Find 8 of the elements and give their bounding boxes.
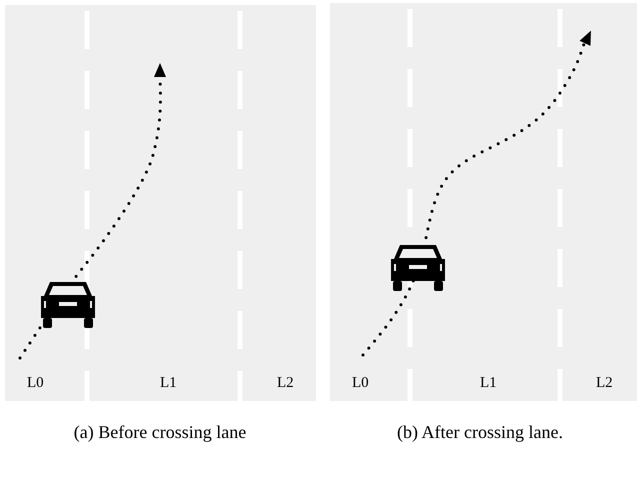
lane-label: L1 <box>480 376 497 391</box>
subfigure-caption: (a) Before crossing lane <box>74 423 246 441</box>
lane-label: L0 <box>352 376 369 391</box>
lane-label: L2 <box>277 376 294 391</box>
lane-label: L1 <box>160 376 177 391</box>
subfigure-caption: (b) After crossing lane. <box>397 423 563 441</box>
lane-label: L0 <box>27 376 44 391</box>
lane-label: L2 <box>596 376 613 391</box>
